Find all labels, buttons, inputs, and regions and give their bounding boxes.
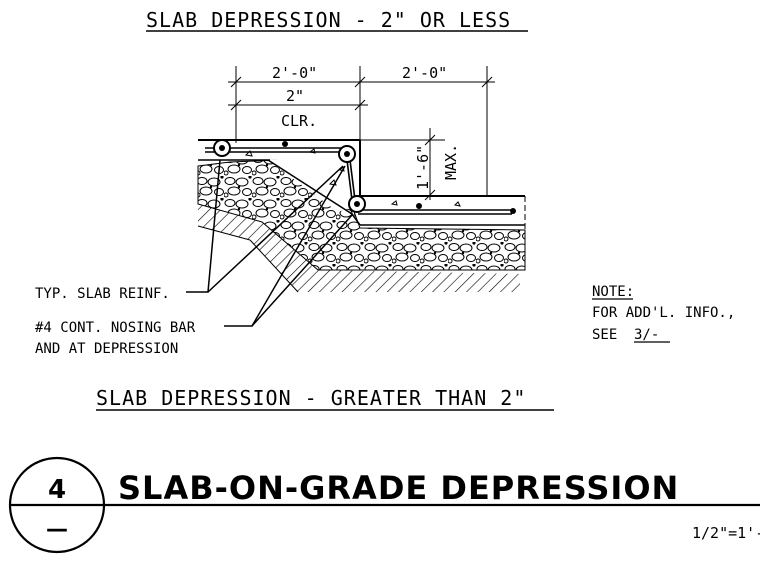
detail-scale: 1/2"=1'-0" bbox=[692, 524, 760, 542]
dimension-left-width: 2'-0" bbox=[272, 64, 317, 82]
detail-sheet: — bbox=[46, 517, 68, 542]
detail-number: 4 bbox=[48, 475, 66, 505]
slab-bars bbox=[282, 141, 516, 214]
leader-lines bbox=[186, 159, 354, 327]
heading-top: SLAB DEPRESSION - 2" OR LESS bbox=[146, 8, 511, 32]
gravel-base bbox=[197, 159, 526, 271]
note-line1: FOR ADD'L. INFO., bbox=[592, 305, 735, 321]
dimension-right-width: 2'-0" bbox=[402, 64, 447, 82]
nosing-bars bbox=[213, 139, 366, 213]
concrete-thickening bbox=[268, 156, 356, 212]
detail-title: SLAB-ON-GRADE DEPRESSION bbox=[118, 469, 679, 507]
dimension-clearance-label: CLR. bbox=[281, 112, 317, 130]
note-line2-ref[interactable]: 3/- bbox=[634, 327, 659, 343]
note-title: NOTE: bbox=[592, 284, 634, 300]
heading-bottom: SLAB DEPRESSION - GREATER THAN 2" bbox=[96, 386, 526, 410]
dimension-drop-label: MAX. bbox=[442, 144, 460, 180]
callout-slab-reinf: TYP. SLAB REINF. bbox=[35, 286, 170, 302]
callout-nosing-bar-line1: #4 CONT. NOSING BAR bbox=[35, 320, 196, 336]
note-line2-prefix: SEE bbox=[592, 327, 617, 343]
dimension-lines bbox=[228, 66, 495, 201]
dimension-clearance-value: 2" bbox=[286, 87, 304, 105]
soil-hatch bbox=[198, 204, 520, 292]
callout-nosing-bar-line2: AND AT DEPRESSION bbox=[35, 341, 178, 357]
dimension-drop-value: 1'-6" bbox=[414, 145, 432, 190]
